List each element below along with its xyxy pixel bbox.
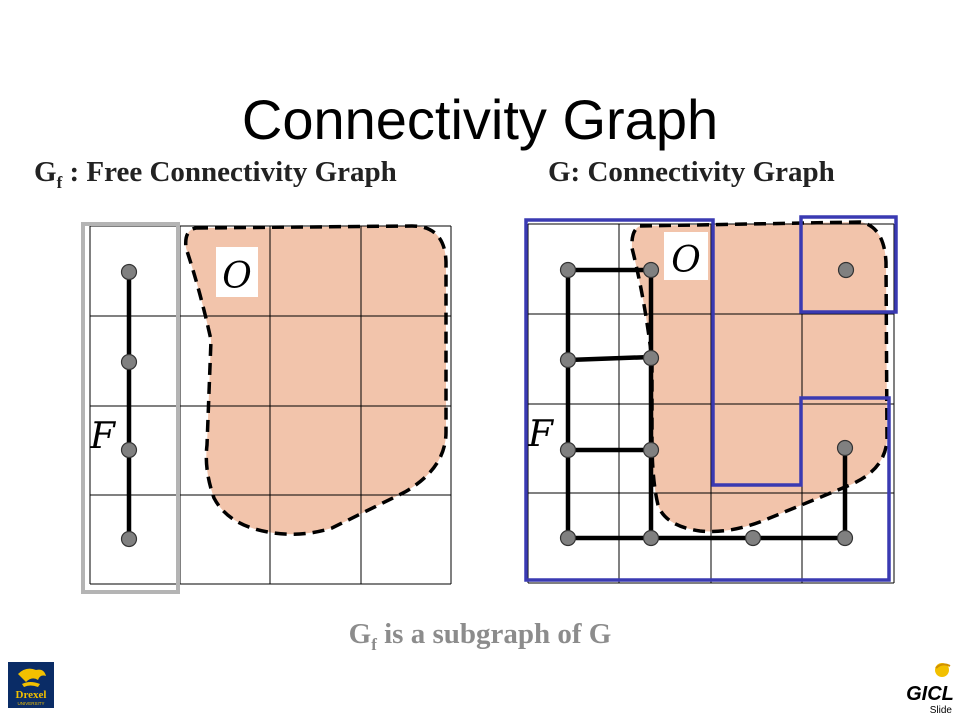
left-heading: Gf : Free Connectivity Graph — [34, 158, 397, 191]
caption-text: is a subgraph of G — [376, 618, 612, 650]
right-graph-node — [559, 261, 577, 279]
right-graph-node — [836, 439, 854, 457]
left-graph-node — [120, 263, 138, 281]
right-obstacle-label-box — [664, 232, 708, 280]
right-graph-node — [836, 529, 854, 547]
left-graph-node — [120, 441, 138, 459]
drexel-university-logo: Drexel UNIVERSITY — [8, 662, 54, 708]
left-heading-text: : Free Connectivity Graph — [62, 156, 397, 188]
subgraph-caption: Gf is a subgraph of G — [0, 620, 960, 653]
slide-title: Connectivity Graph — [241, 88, 719, 151]
right-free-label: F — [527, 414, 555, 455]
right-obstacle-label: O — [671, 240, 701, 281]
left-heading-symbol: G — [34, 156, 57, 188]
left-heading-subscript: f — [56, 172, 63, 192]
right-graph-node — [642, 441, 660, 459]
right-graph-node — [642, 529, 660, 547]
left-graph-node — [120, 530, 138, 548]
right-graph-node — [559, 529, 577, 547]
right-graph-node — [642, 261, 660, 279]
left-graph-node — [120, 353, 138, 371]
right-graph-edges — [565, 267, 848, 541]
left-free-region-highlight — [81, 222, 180, 594]
slide-label: Slide — [929, 705, 952, 716]
left-obstacle-boundary — [183, 224, 448, 536]
left-obstacle-region — [185, 226, 446, 535]
left-obstacle-label: O — [222, 256, 252, 297]
caption-subscript: f — [371, 634, 377, 654]
left-obstacle-label-box — [216, 247, 258, 297]
drexel-logo-subtext: UNIVERSITY — [17, 701, 44, 706]
caption-symbol: G — [348, 618, 372, 650]
right-graph-node — [642, 349, 660, 367]
left-free-label: F — [89, 416, 117, 457]
right-graph-node — [559, 351, 577, 369]
gicl-logo-text: GICL — [906, 683, 954, 705]
right-graph-node — [559, 441, 577, 459]
left-diagram: O F — [81, 222, 452, 594]
right-obstacle-region — [631, 222, 887, 532]
right-region-highlight-corner — [799, 215, 898, 314]
right-region-highlight-main — [524, 218, 891, 582]
right-graph-node — [837, 261, 855, 279]
right-graph-node — [744, 529, 762, 547]
right-diagram: O F — [524, 215, 898, 584]
drexel-logo-text: Drexel — [16, 689, 47, 701]
right-heading: G: Connectivity Graph — [548, 156, 835, 188]
gicl-logo: GICL — [906, 663, 954, 705]
